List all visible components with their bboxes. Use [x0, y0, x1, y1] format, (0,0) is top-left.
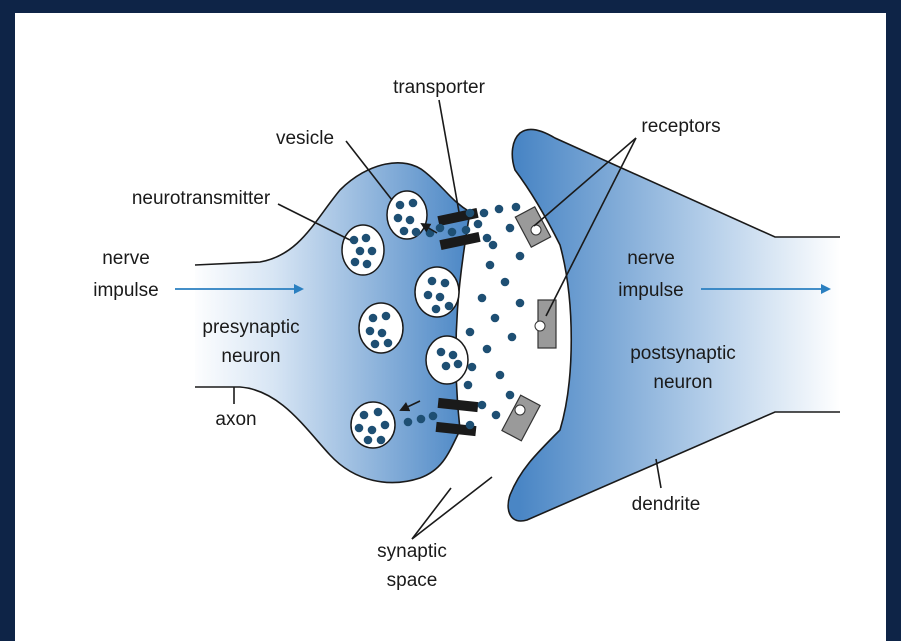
neurotransmitter-molecule — [428, 277, 437, 286]
neurotransmitter-molecule — [441, 279, 450, 288]
neurotransmitter-molecule — [371, 340, 380, 349]
neurotransmitter-molecule — [491, 314, 500, 323]
neurotransmitter-molecule — [429, 412, 438, 421]
neurotransmitter-molecule — [381, 421, 390, 430]
neurotransmitter-molecule — [462, 226, 471, 235]
label-presynaptic-1: presynaptic — [202, 317, 299, 338]
neurotransmitter-molecule — [432, 305, 441, 314]
label-presynaptic-2: neuron — [221, 346, 280, 367]
neurotransmitter-molecule — [466, 209, 475, 218]
neurotransmitter-molecule — [496, 371, 505, 380]
neurotransmitter-molecule — [368, 426, 377, 435]
neurotransmitter-molecule — [445, 302, 454, 311]
neurotransmitter-molecule — [364, 436, 373, 445]
label-transporter: transporter — [393, 77, 486, 98]
label-postsynaptic-2: neuron — [653, 372, 712, 393]
neurotransmitter-molecule — [466, 328, 475, 337]
neurotransmitter-molecule — [442, 362, 451, 371]
neurotransmitter-molecule — [449, 351, 458, 360]
neurotransmitter-molecule — [369, 314, 378, 323]
neurotransmitter-molecule — [366, 327, 375, 336]
neurotransmitter-molecule — [495, 205, 504, 214]
neurotransmitter-molecule — [436, 293, 445, 302]
neurotransmitter-molecule — [350, 236, 359, 245]
label-dendrite: dendrite — [632, 494, 701, 515]
label-synaptic-1: synaptic — [377, 541, 447, 562]
label-nerve-impulse-right-2: impulse — [618, 280, 683, 301]
neurotransmitter-molecule — [374, 408, 383, 417]
receptor-middle — [535, 300, 556, 348]
neurotransmitter-molecule — [454, 360, 463, 369]
neurotransmitter-molecule — [378, 329, 387, 338]
label-vesicle: vesicle — [276, 128, 334, 149]
label-synaptic-2: space — [387, 570, 438, 591]
postsynaptic-neuron — [508, 129, 840, 521]
vesicle — [426, 336, 468, 384]
label-postsynaptic-1: postsynaptic — [630, 343, 736, 364]
neurotransmitter-molecule — [489, 241, 498, 250]
neurotransmitter-molecule — [468, 363, 477, 372]
receptor-bottom — [502, 395, 540, 441]
neurotransmitter-molecule — [384, 339, 393, 348]
neurotransmitter-molecule — [417, 415, 426, 424]
neurotransmitter-molecule — [486, 261, 495, 270]
neurotransmitter-molecule — [368, 247, 377, 256]
neurotransmitter-molecule — [355, 424, 364, 433]
neurotransmitter-molecule — [516, 299, 525, 308]
neurotransmitter-molecule — [478, 401, 487, 410]
neurotransmitter-molecule — [506, 224, 515, 233]
neurotransmitter-molecule — [412, 228, 421, 237]
neurotransmitter-molecule — [351, 258, 360, 267]
neurotransmitter-molecule — [474, 220, 483, 229]
neurotransmitter-molecule — [501, 278, 510, 287]
neurotransmitter-molecule — [464, 381, 473, 390]
neurotransmitter-molecule — [360, 411, 369, 420]
neurotransmitter-molecule — [508, 333, 517, 342]
neurotransmitter-molecule — [377, 436, 386, 445]
label-receptors: receptors — [641, 116, 720, 137]
neurotransmitter-molecule — [362, 234, 371, 243]
neurotransmitter-molecule — [478, 294, 487, 303]
neurotransmitter-molecule — [466, 421, 475, 430]
neurotransmitter-molecule — [480, 209, 489, 218]
neurotransmitter-molecule — [409, 199, 418, 208]
neurotransmitter-molecule — [483, 345, 492, 354]
neurotransmitter-molecule — [382, 312, 391, 321]
neurotransmitter-molecule — [356, 247, 365, 256]
neurotransmitter-molecule — [506, 391, 515, 400]
neurotransmitter-molecule — [483, 234, 492, 243]
neurotransmitter-molecule — [516, 252, 525, 261]
label-neurotransmitter: neurotransmitter — [132, 188, 271, 209]
neurotransmitter-molecule — [400, 227, 409, 236]
neurotransmitter-molecule — [394, 214, 403, 223]
neurotransmitter-molecule — [396, 201, 405, 210]
neurotransmitter-molecule — [404, 418, 413, 427]
label-nerve-impulse-right-1: nerve — [627, 248, 675, 269]
neurotransmitter-molecule — [406, 216, 415, 225]
vesicle — [359, 303, 403, 353]
neurotransmitter-molecule — [437, 348, 446, 357]
label-axon: axon — [215, 409, 256, 430]
label-nerve-impulse-left-1: nerve — [102, 248, 150, 269]
neurotransmitter-molecule — [363, 260, 372, 269]
neurotransmitter-molecule — [448, 228, 457, 237]
neurotransmitter-molecule — [492, 411, 501, 420]
neurotransmitter-molecule — [424, 291, 433, 300]
neurotransmitter-molecule — [512, 203, 521, 212]
label-nerve-impulse-left-2: impulse — [93, 280, 158, 301]
neurotransmitter-molecule — [436, 224, 445, 233]
